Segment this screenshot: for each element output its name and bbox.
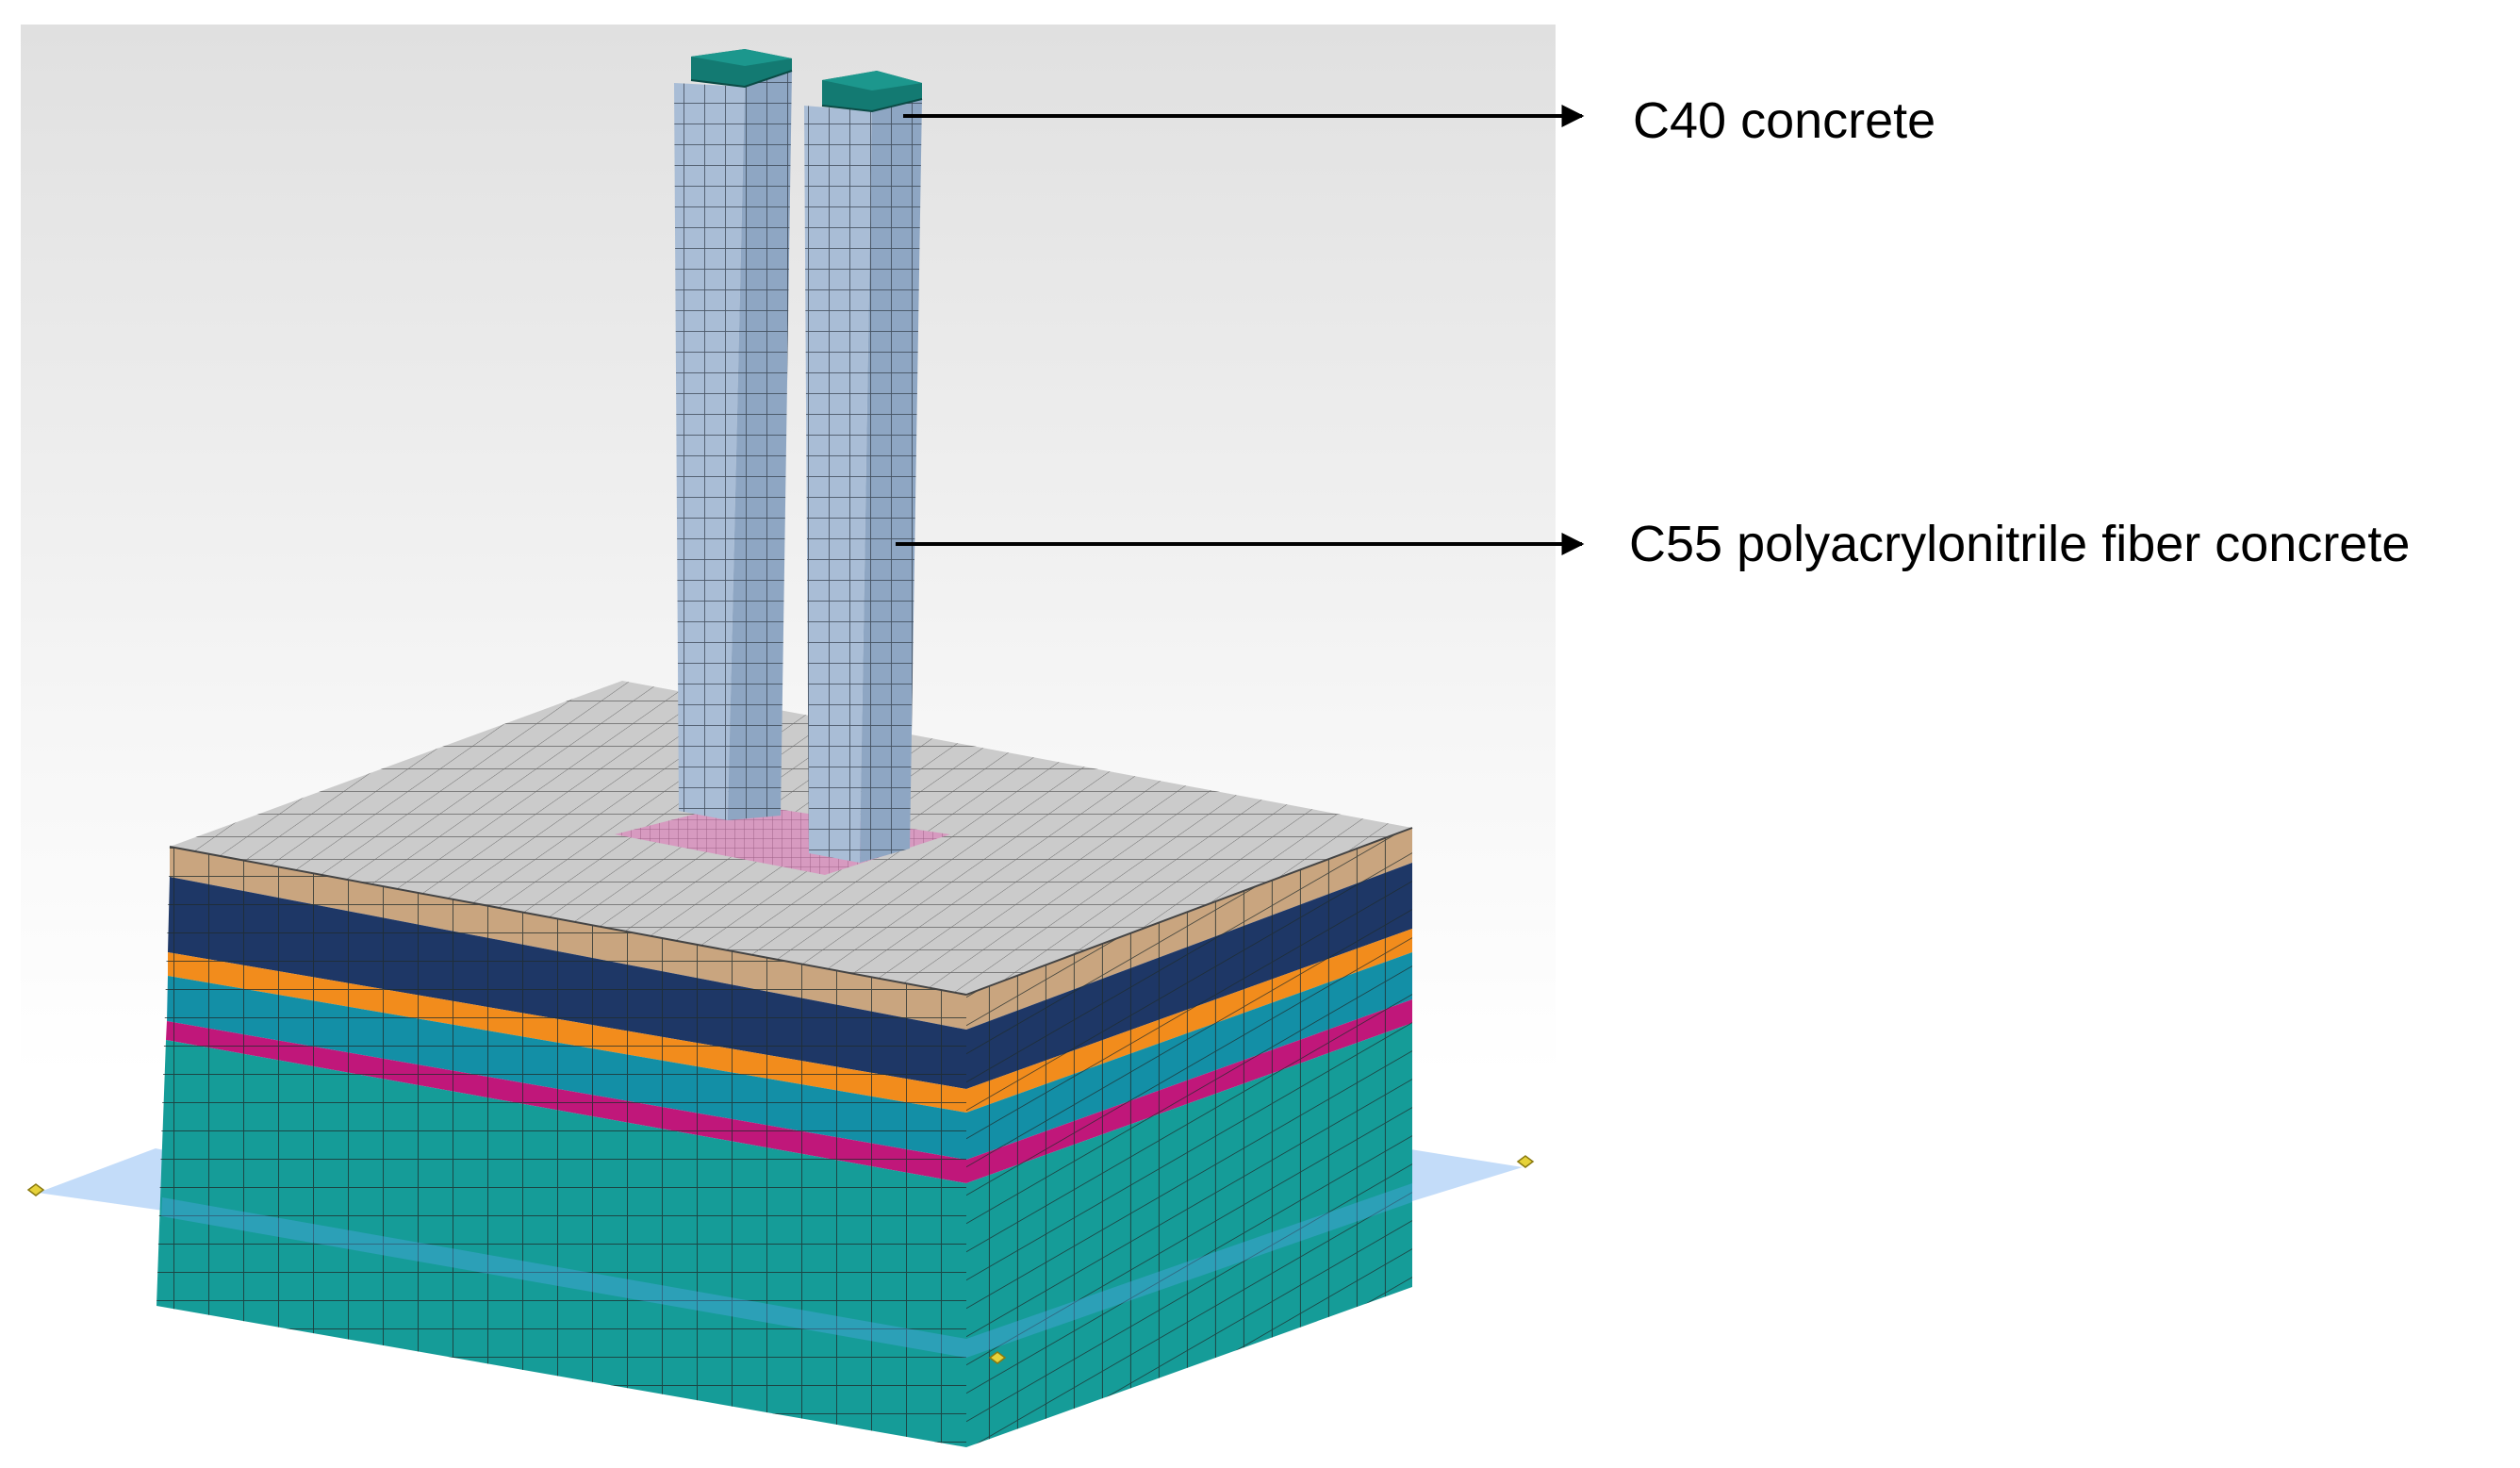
ground-plane-strip-front xyxy=(161,1197,966,1358)
ground-plane-strip-side xyxy=(966,1183,1412,1358)
column-left xyxy=(674,49,793,820)
column-right xyxy=(804,71,923,863)
label-c55-pan-fiber-concrete: C55 polyacrylonitrile fiber concrete xyxy=(1629,516,2410,572)
soil-block-side xyxy=(966,828,1412,1447)
coordinate-triad-icon xyxy=(26,1155,1535,1364)
soil-block-front xyxy=(156,847,966,1447)
label-c40-concrete: C40 concrete xyxy=(1633,92,1935,149)
